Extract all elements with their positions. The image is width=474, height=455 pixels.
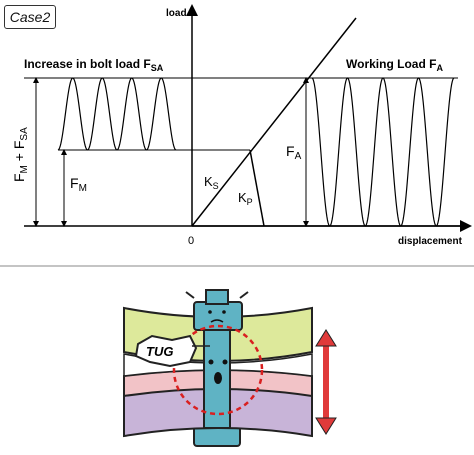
increase-bolt-load-label: Increase in bolt load FSA bbox=[24, 57, 164, 73]
case-label: Case2 bbox=[4, 5, 56, 29]
fm-label: FM bbox=[70, 175, 87, 194]
ks-line bbox=[191, 17, 357, 227]
fm-fsa-label: FM + FSA bbox=[11, 127, 30, 182]
bolted-joint-cartoon: TUG bbox=[123, 289, 337, 447]
bolt-eye-right-icon bbox=[222, 310, 226, 314]
y-axis-label: load bbox=[166, 8, 187, 19]
bolt-eye-left-icon bbox=[208, 310, 212, 314]
bolt-top-thread bbox=[205, 289, 229, 305]
stressed-mouth-icon bbox=[214, 372, 222, 384]
double-arrow-icon bbox=[315, 329, 337, 435]
motion-mark-icon bbox=[185, 291, 195, 299]
working-wave bbox=[311, 77, 455, 227]
x-axis-label: displacement bbox=[398, 236, 463, 247]
highlight-circle bbox=[172, 324, 264, 416]
motion-mark-icon bbox=[239, 291, 249, 299]
tug-text: TUG bbox=[146, 344, 173, 359]
bolt-mouth-icon bbox=[210, 319, 224, 323]
kp-line bbox=[249, 149, 265, 227]
stressed-eye-left-icon bbox=[208, 359, 214, 365]
stressed-eye-right-icon bbox=[222, 359, 228, 365]
increase-wave bbox=[57, 77, 177, 151]
working-load-label: Working Load FA bbox=[346, 57, 443, 73]
fa-label: FA bbox=[286, 143, 302, 162]
kp-label: KP bbox=[238, 190, 253, 207]
tug-bubble bbox=[134, 334, 198, 368]
origin-label: 0 bbox=[188, 235, 194, 247]
ks-label: KS bbox=[204, 174, 219, 191]
